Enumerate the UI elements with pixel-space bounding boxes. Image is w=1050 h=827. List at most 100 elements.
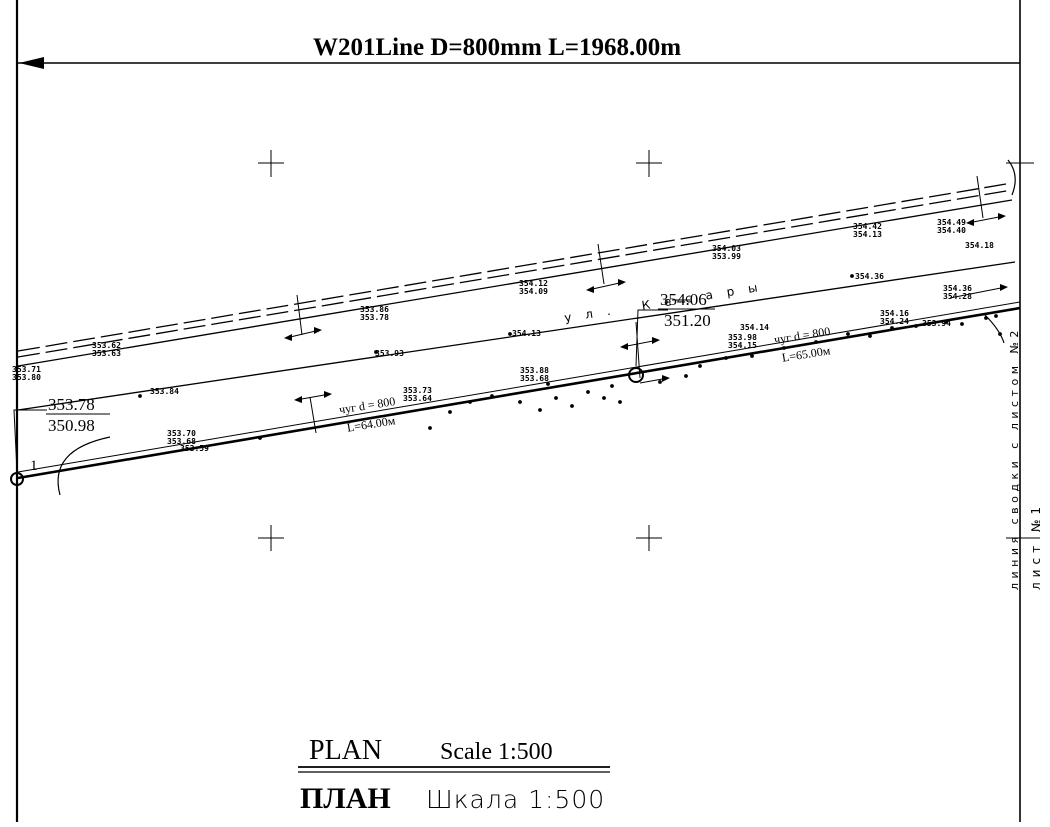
road-middle-line: [17, 261, 1016, 411]
survey-point-icon: [448, 410, 452, 414]
elevation-label: 354.49: [937, 218, 966, 227]
survey-point-icon: [914, 324, 918, 328]
elevation-label: 353.68: [167, 437, 196, 446]
elevation-label: 354.36: [943, 284, 972, 293]
survey-point-icon: [570, 404, 574, 408]
elevation-labels: 353.71353.80353.62353.63353.86353.78354.…: [12, 218, 994, 453]
elevation-label: 353.88: [520, 366, 549, 375]
elevation-label: 354.09: [519, 287, 548, 296]
survey-point-icon: [546, 382, 550, 386]
start-node-bottom-elev: 350.98: [48, 416, 95, 435]
elevation-label: 354.13: [512, 329, 541, 338]
survey-point-icon: [684, 374, 688, 378]
grid-cross-icon: [258, 150, 284, 177]
survey-point-icon: [468, 400, 472, 404]
survey-point-icon: [658, 380, 662, 384]
curb-curve-end-lower: [984, 314, 1005, 344]
start-node-leader: [13, 409, 47, 473]
elevation-label: 353.94: [922, 319, 951, 328]
survey-point-icon: [374, 350, 378, 354]
survey-point-icon: [890, 326, 894, 330]
curb-curve-end: [1007, 159, 1016, 196]
elevation-label: 353.98: [728, 333, 757, 342]
survey-point-icon: [846, 332, 850, 336]
survey-point-icon: [782, 346, 786, 350]
survey-point-icon: [602, 396, 606, 400]
elevation-label: 354.40: [937, 226, 966, 235]
elevation-label: 354.42: [853, 222, 882, 231]
side-strip: лист №1 линия сводки с листом №2: [1008, 326, 1043, 590]
footer-plan-ru: ПЛАН: [300, 782, 391, 815]
footer-plan-en: PLAN: [309, 735, 382, 766]
survey-point-icon: [490, 394, 494, 398]
survey-point-icon: [610, 384, 614, 388]
pipe-1-length-label: L=64.00м: [346, 413, 397, 435]
survey-point-icon: [944, 320, 948, 324]
survey-points: [138, 274, 1002, 440]
elevation-label: 353.93: [375, 349, 404, 358]
elevation-label: 353.71: [12, 365, 41, 374]
elevation-label: 354.14: [740, 323, 769, 332]
well-mid-icon: [628, 367, 644, 383]
elevation-label: 354.16: [880, 309, 909, 318]
elevation-label: 353.68: [520, 374, 549, 383]
elevation-label: 353.78: [360, 313, 389, 322]
header-title: W201Line D=800mm L=1968.00m: [313, 34, 681, 61]
survey-point-icon: [508, 332, 512, 336]
elevation-label: 353.84: [150, 387, 179, 396]
elevation-label: 354.13: [853, 230, 882, 239]
elevation-label: 353.70: [167, 429, 196, 438]
survey-point-icon: [618, 400, 622, 404]
side-strip-sheet-label: лист №1: [1029, 502, 1043, 590]
elevation-label: 353.80: [12, 373, 41, 382]
footer-scale-ru: Шкала 1:500: [426, 785, 605, 814]
survey-point-icon: [138, 394, 142, 398]
elevation-label: 354.36: [855, 272, 884, 281]
side-strip-merge-label: линия сводки с листом №2: [1008, 326, 1021, 590]
pipe-main-line: [17, 301, 1021, 480]
survey-point-icon: [960, 322, 964, 326]
elevation-label: 354.12: [519, 279, 548, 288]
survey-point-icon: [814, 340, 818, 344]
survey-point-icon: [698, 364, 702, 368]
elevation-label: 353.59: [180, 444, 209, 453]
section-marker: [294, 391, 332, 434]
pipe-line-bold: [17, 306, 1021, 480]
elevation-label: 354.15: [728, 341, 757, 350]
survey-point-icon: [518, 400, 522, 404]
survey-point-icon: [428, 426, 432, 430]
elevation-label: 353.64: [403, 394, 432, 403]
footer-scale-en: Scale 1:500: [440, 739, 553, 765]
pipe-line-thin: [17, 301, 1021, 473]
elevation-label: 354.28: [943, 292, 972, 301]
section-marker: [284, 294, 322, 341]
start-node-number: 1: [30, 458, 38, 474]
mid-node-leader: [635, 309, 668, 367]
elevation-label: 353.86: [360, 305, 389, 314]
elevation-label: 353.99: [712, 252, 741, 261]
elevation-label: 353.63: [92, 349, 121, 358]
grid-cross-icon: [636, 525, 662, 551]
mid-node-bottom-elev: 351.20: [664, 311, 711, 330]
section-marker: [586, 243, 626, 293]
curb-curve-start: [57, 436, 111, 496]
elevation-label: 354.03: [712, 244, 741, 253]
survey-point-icon: [868, 334, 872, 338]
survey-point-icon: [538, 408, 542, 412]
survey-point-icon: [554, 396, 558, 400]
elevation-label: 354.18: [965, 241, 994, 250]
curb-line-upper: [17, 199, 1013, 367]
section-marker: [966, 175, 1006, 226]
pipe-1-labels: чуг d = 800 L=64.00м: [338, 394, 397, 435]
section-markers: [284, 175, 1008, 434]
survey-point-icon: [258, 436, 262, 440]
survey-point-icon: [724, 356, 728, 360]
dashed-line-upper: [17, 182, 1013, 352]
section-marker: [949, 284, 1008, 299]
section-marker: [620, 321, 670, 384]
well-start-icon: [10, 472, 24, 486]
start-node-top-elev: 353.78: [48, 395, 95, 414]
survey-point-icon: [984, 316, 988, 320]
